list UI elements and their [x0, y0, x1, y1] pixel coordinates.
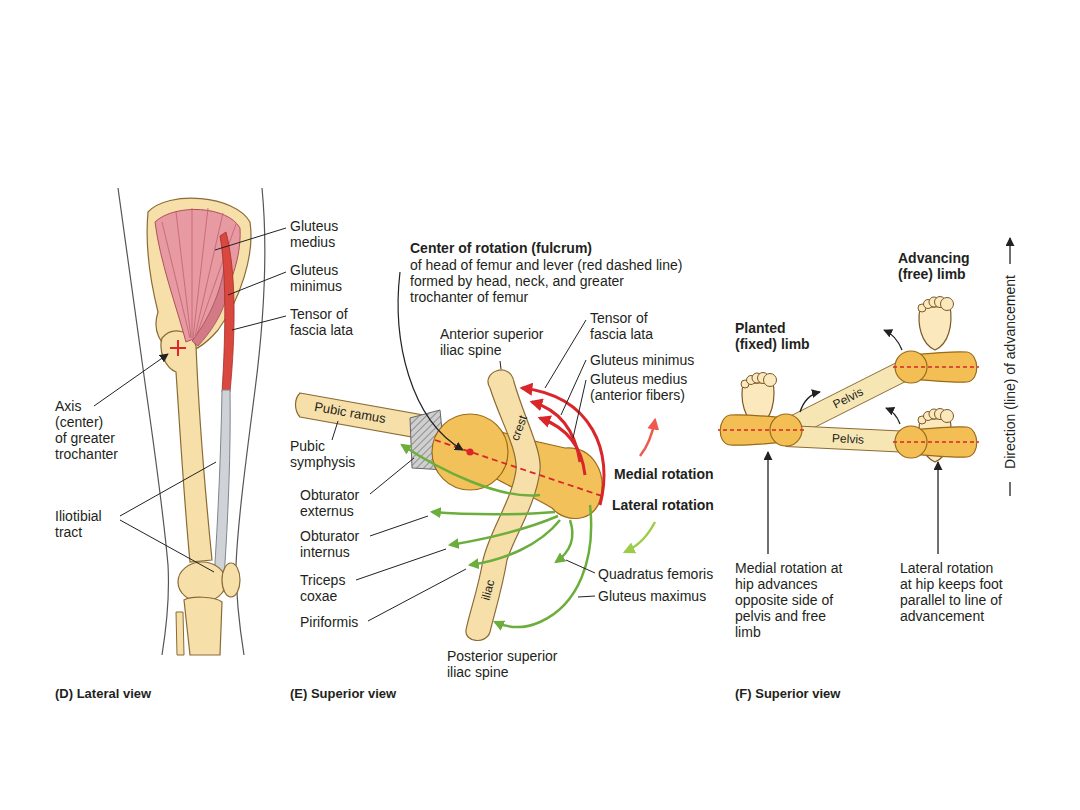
muscle-label: Quadratus femoris [598, 566, 713, 582]
patella [222, 563, 240, 597]
bone-label: Pubic symphysis [290, 438, 360, 470]
lateral-thigh [94, 188, 286, 655]
bone-label: Pubic ramus [313, 400, 387, 426]
direction-label: Direction (line) of advancement [1003, 275, 1017, 469]
medial-rotation-symbol [640, 420, 655, 456]
leader-lines [332, 320, 595, 621]
pelvis-bar [786, 367, 911, 430]
motion-label: Lateral rotation [612, 497, 714, 513]
fibula [176, 612, 184, 655]
tibia [184, 597, 222, 655]
gait-diagram [718, 238, 1010, 554]
limb-label: Advancing (free) limb [898, 250, 988, 282]
bone-label: crest [508, 413, 530, 442]
pelvis-label: Pelvis [832, 431, 865, 446]
panel-caption: (D) Lateral view [55, 686, 151, 702]
muscle-label: Gluteus medius (anterior fibers) [590, 371, 702, 403]
tensor-muscle [220, 232, 234, 392]
callout-note: of head of femur and lever (red dashed l… [410, 257, 685, 305]
panel-caption: (F) Superior view [735, 686, 840, 702]
pelvis-label: Pelvis [831, 385, 866, 412]
muscle-label: Obturator externus [300, 487, 380, 519]
muscle-label: Gluteus minimus [290, 262, 365, 294]
explanation-note: Lateral rotation at hip keeps foot paral… [900, 560, 1008, 624]
bone-label: Anterior superior iliac spine [440, 326, 560, 358]
muscle-label: Tensor of fascia lata [590, 310, 670, 342]
explanation-note: Medial rotation at hip advances opposite… [735, 560, 843, 640]
motion-label: Medial rotation [614, 466, 714, 482]
muscle-label: Piriformis [300, 614, 358, 630]
free-foot [918, 297, 954, 351]
femoral-condyle [178, 562, 226, 602]
planted-femur [718, 414, 804, 446]
rotation-arrows [768, 330, 938, 554]
callout-heading: Center of rotation (fulcrum) [410, 240, 592, 256]
leader-lines [94, 228, 286, 572]
limb-label: Planted (fixed) limb [735, 320, 825, 352]
medial-rotator-arrows [522, 388, 604, 505]
bone-label: Posterior superior iliac spine [447, 648, 572, 680]
muscle-label: Gluteus medius [290, 218, 365, 250]
panel-caption: (E) Superior view [290, 686, 396, 702]
free-femur [893, 351, 979, 383]
free-femur [893, 426, 979, 458]
muscle-label: Gluteus minimus [590, 352, 694, 368]
ilium-bone [466, 370, 540, 640]
bone-label: iliac [479, 578, 498, 602]
structure-label: Iliotibial tract [55, 508, 130, 540]
muscle-label: Tensor of fascia lata [290, 306, 370, 338]
iliotibial-tract [214, 390, 230, 578]
muscle-label: Obturator internus [300, 528, 380, 560]
axis-cross [170, 340, 186, 356]
muscle-label: Triceps coxae [300, 572, 370, 604]
femoral-head [432, 414, 508, 490]
lateral-rotator-arrows [402, 445, 591, 627]
lateral-rotation-symbol [625, 522, 655, 552]
muscle-label: Gluteus maximus [598, 588, 706, 604]
fulcrum-dot [467, 449, 474, 456]
femur-bone [161, 331, 212, 562]
axis-label: Axis (center) of greater trochanter [55, 398, 117, 462]
